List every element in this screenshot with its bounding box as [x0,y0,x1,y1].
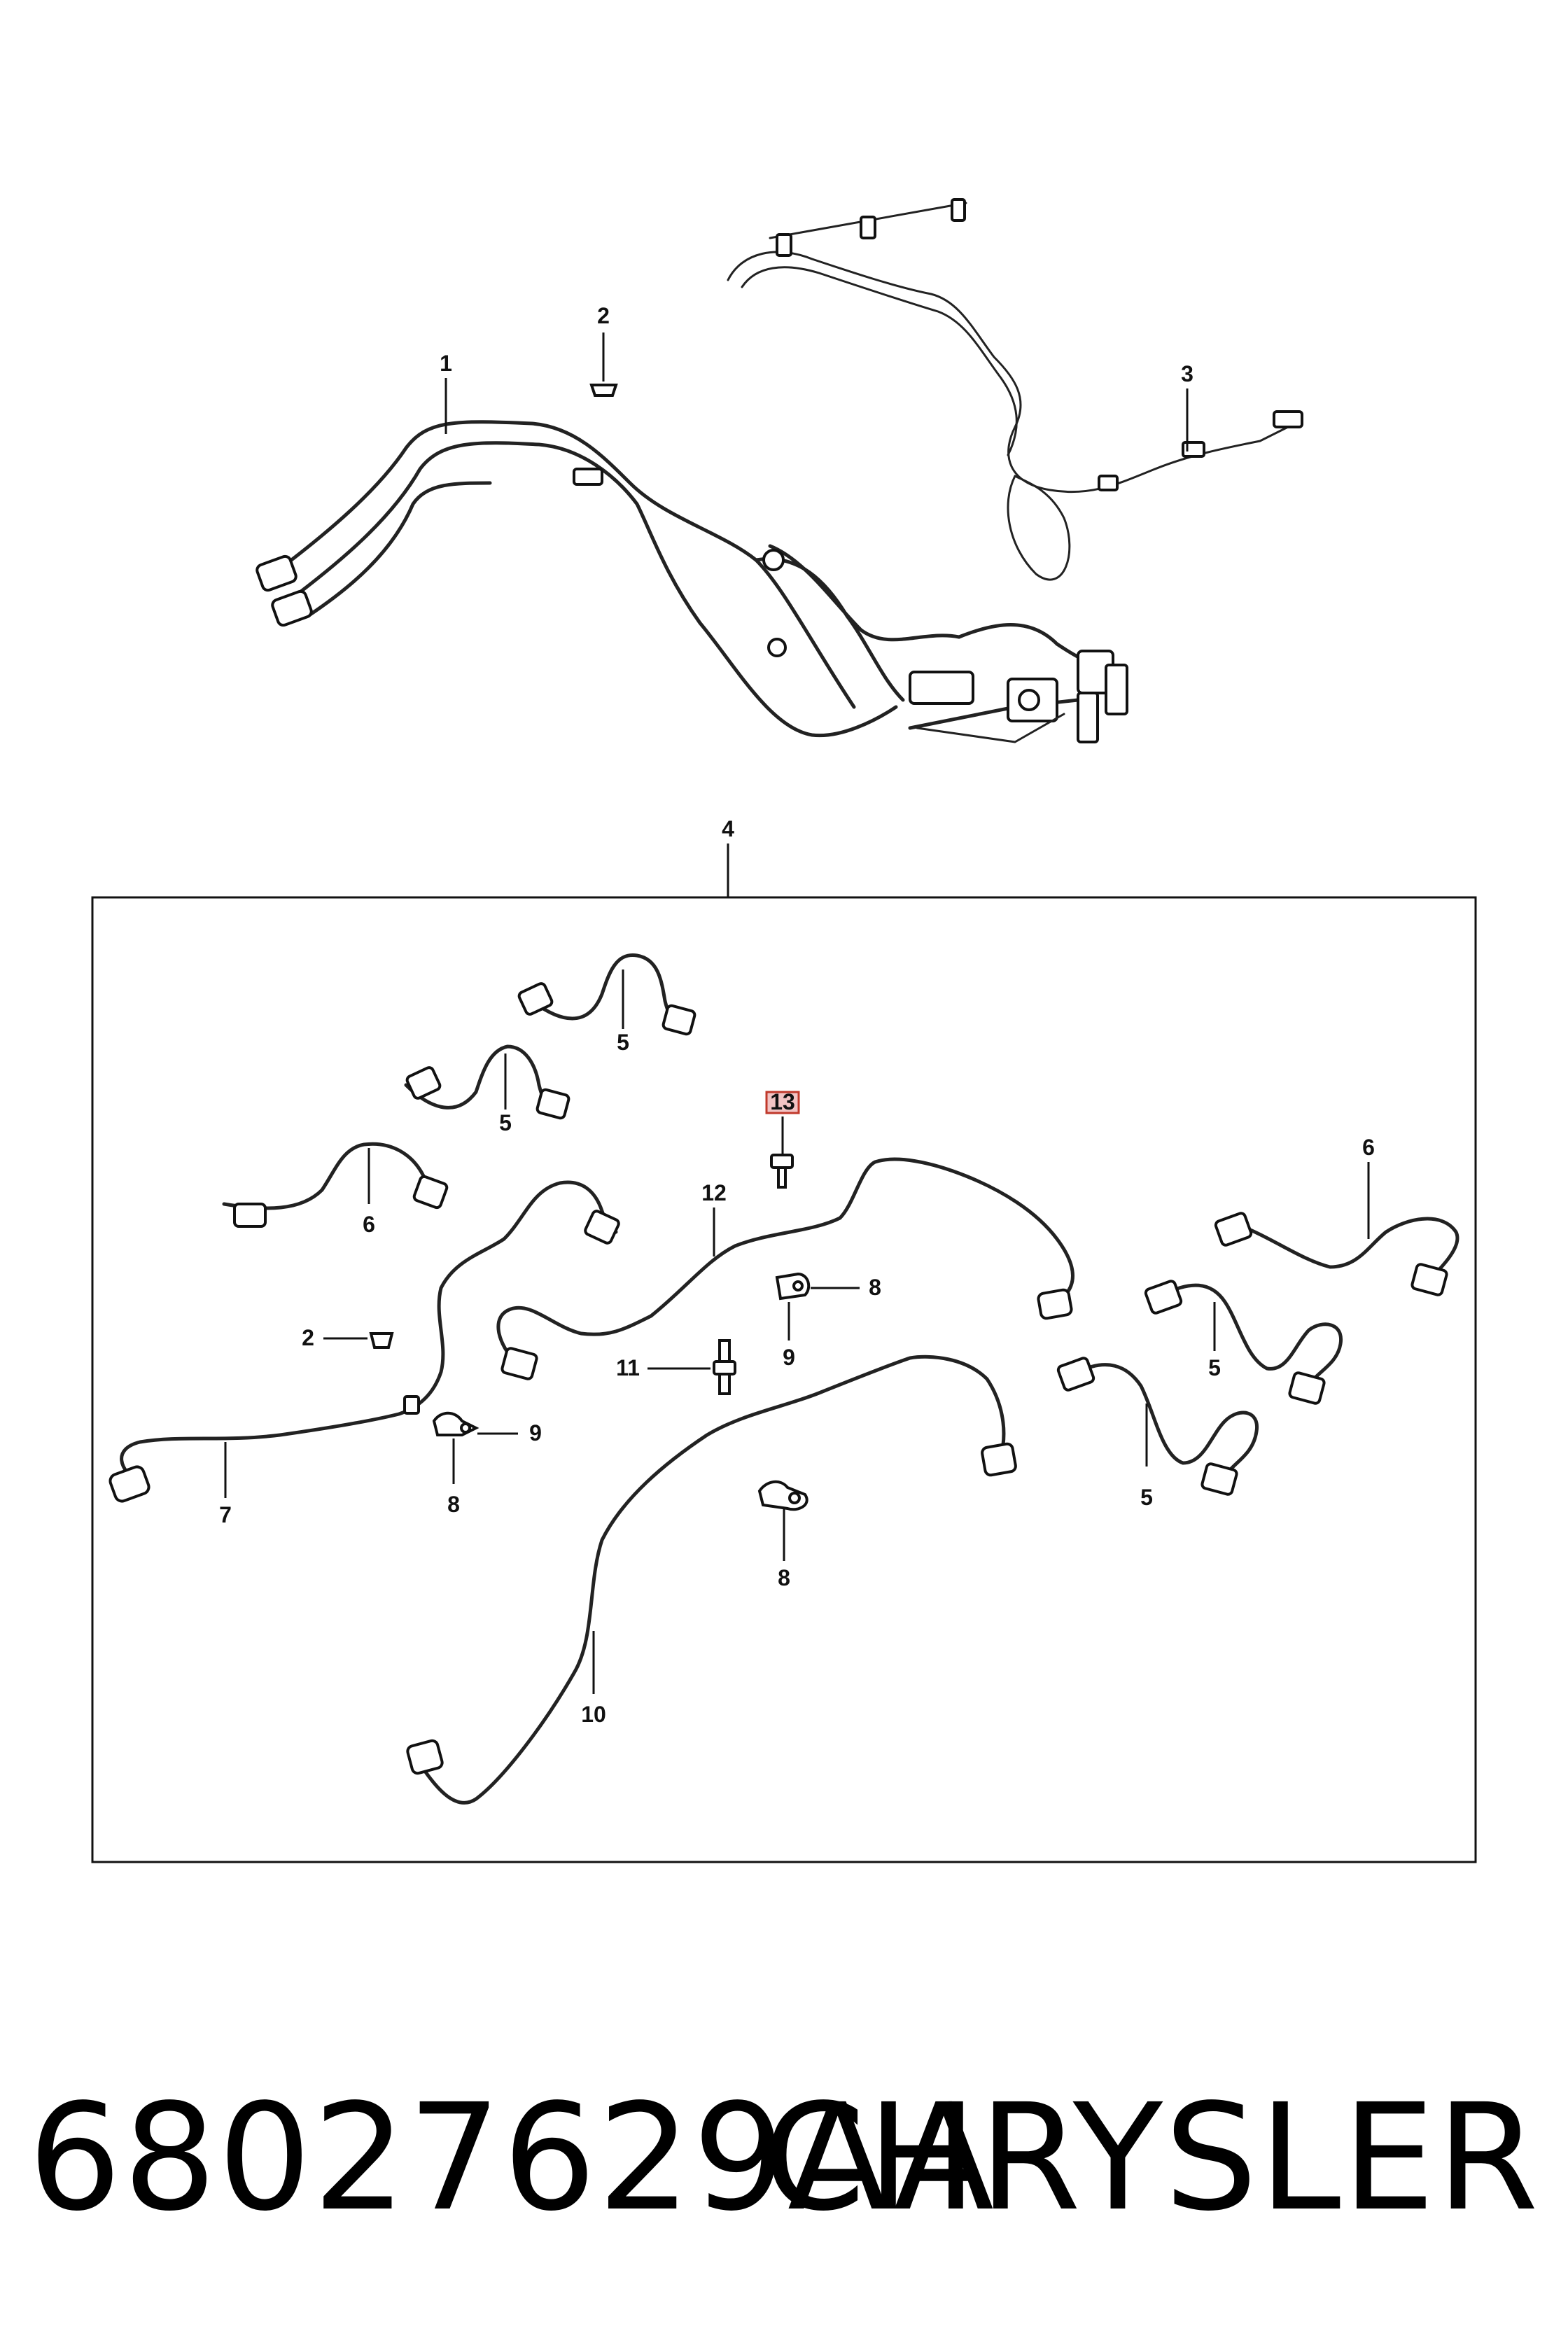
clip-part-2-top [589,332,618,397]
callout-5-b: 5 [499,1054,512,1135]
injector-line-part-10 [406,1354,1017,1805]
injector-line-part-12 [496,1157,1074,1380]
callout-label-6-a: 6 [363,1212,375,1237]
callout-3: 3 [1181,361,1194,451]
footer: 68027629AA CHRYSLER [0,2072,1568,2254]
injector-line-part-5-a [517,953,696,1036]
callout-7: 7 [219,1442,232,1527]
callout-label-5-c: 5 [1208,1355,1221,1380]
callout-5-c: 5 [1208,1302,1221,1380]
injector-line-part-5-b [404,1044,570,1120]
clamp-part-8-c: 8 [757,1480,808,1590]
callout-4: 4 [722,816,734,897]
callout-label-10: 10 [581,1702,606,1727]
tube-nut-fitting-upper [255,554,298,592]
callout-label-5-a: 5 [617,1030,629,1055]
injector-line-part-6-right [1214,1212,1460,1296]
callout-6-a: 6 [363,1148,375,1237]
callout-label-6-b: 6 [1362,1135,1375,1160]
clamp-part-8-a: 8 9 [775,1272,881,1370]
callout-10: 10 [581,1631,606,1727]
callout-label-5-b: 5 [499,1110,512,1135]
callout-label-11: 11 [616,1355,640,1380]
callout-label-12: 12 [701,1180,727,1205]
callout-label-9-b: 9 [529,1420,542,1446]
callout-label-8-c: 8 [778,1565,790,1590]
callout-1: 1 [440,351,452,434]
callout-5-a: 5 [617,969,629,1055]
callout-label-8-b: 8 [447,1492,460,1517]
tube-nut-fitting-lower [271,589,313,627]
stud-part-11: 11 [616,1339,736,1395]
callout-label-3: 3 [1181,361,1194,386]
callout-label-2-top: 2 [597,303,610,328]
callout-label-2-inner: 2 [302,1325,314,1350]
callout-12: 12 [701,1180,727,1256]
callout-label-5-d: 5 [1140,1485,1153,1510]
callout-label-13: 13 [770,1089,795,1114]
kit-frame [91,896,1477,1863]
callout-6-b: 6 [1362,1135,1375,1239]
callout-label-1: 1 [440,351,452,376]
callout-label-8-a: 8 [869,1275,881,1300]
callout-2-top: 2 [597,303,610,328]
callout-5-d: 5 [1140,1404,1153,1510]
sensor-harness-part-3 [727,198,1303,581]
clip-part-2-inner: 2 [302,1325,394,1350]
part-number: 68027629AA [28,2072,996,2244]
callout-13-highlight [765,1091,800,1114]
callout-label-7: 7 [219,1502,232,1527]
injector-line-part-7 [108,1180,620,1503]
callout-label-9-a: 9 [783,1345,795,1370]
injector-line-part-6-left [222,1142,449,1228]
brand-name: CHRYSLER [762,2072,1540,2244]
bolt-part-13 [770,1154,794,1189]
fuel-supply-tube-assembly [255,420,1128,743]
injector-line-part-5-c [1144,1280,1343,1405]
callout-label-4: 4 [722,816,734,841]
injector-line-part-5-d [1056,1357,1259,1496]
clamp-part-8-b: 9 8 [432,1411,542,1517]
callout-13: 13 [765,1089,800,1189]
